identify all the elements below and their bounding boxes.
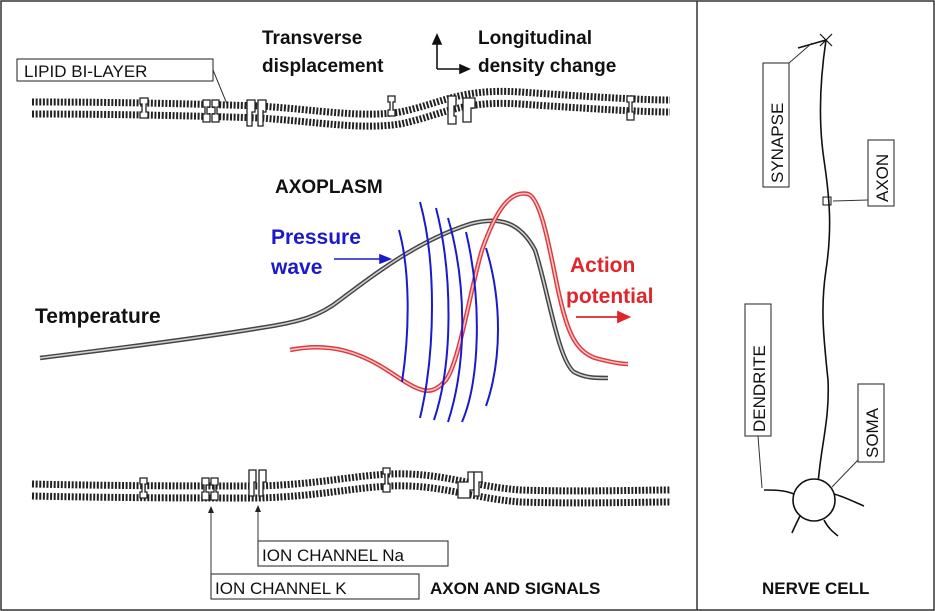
ion-na-leader-arrow-icon bbox=[255, 505, 261, 512]
ion-na-label-box bbox=[257, 540, 449, 567]
dendrite-label-box bbox=[744, 303, 772, 437]
axon-marker bbox=[822, 196, 832, 206]
channel-bottom-2 bbox=[201, 477, 219, 501]
lipid-leader bbox=[212, 69, 228, 105]
direction-axes-icon bbox=[431, 33, 471, 75]
pressure-wave-lines bbox=[398, 201, 499, 423]
transverse-label-1: Transverse bbox=[262, 28, 362, 49]
temperature-label: Temperature bbox=[35, 305, 161, 328]
axon-signals-title: AXON AND SIGNALS bbox=[430, 579, 600, 598]
axon-label-box bbox=[867, 139, 895, 207]
ion-k-leader-arrow-icon bbox=[208, 506, 214, 513]
ion-na-label: ION CHANNEL Na bbox=[262, 546, 405, 565]
membrane-bottom-layer-upper bbox=[31, 470, 671, 495]
membrane-bottom bbox=[31, 467, 671, 507]
lipid-label: LIPID BI-LAYER bbox=[24, 62, 147, 81]
channel-top-4 bbox=[387, 95, 396, 117]
membrane-top-layer-upper bbox=[31, 87, 671, 118]
soma-label: SOMA bbox=[863, 407, 882, 458]
dendrite-branch-2 bbox=[791, 515, 801, 534]
action-arrow-icon bbox=[576, 310, 632, 324]
channel-top-2 bbox=[202, 99, 220, 123]
pressure-line-4 bbox=[447, 217, 464, 423]
dendrite-branch-4 bbox=[833, 493, 865, 507]
channel-top-3 bbox=[246, 99, 267, 127]
synapse-branch bbox=[797, 39, 827, 49]
axoplasm-label: AXOPLASM bbox=[275, 177, 383, 198]
soma-leader bbox=[831, 459, 859, 488]
channel-bottom-4 bbox=[382, 467, 391, 493]
pressure-line-3 bbox=[433, 207, 450, 421]
pressure-label-1: Pressure bbox=[271, 226, 361, 249]
ion-k-label: ION CHANNEL K bbox=[215, 579, 347, 598]
pressure-line-5 bbox=[461, 231, 478, 423]
dendrite-branch-3 bbox=[823, 519, 839, 537]
synapse-label-box bbox=[762, 62, 790, 188]
ion-k-label-box bbox=[210, 573, 420, 600]
channel-bottom-1 bbox=[139, 477, 148, 499]
soma-label-box bbox=[857, 383, 885, 463]
channel-top-5 bbox=[447, 95, 476, 125]
action-label-2: potential bbox=[566, 285, 654, 308]
action-label-1: Action bbox=[570, 254, 635, 277]
axon-line bbox=[817, 39, 831, 486]
longitudinal-label-2: density change bbox=[478, 56, 616, 77]
nerve-cell-title: NERVE CELL bbox=[762, 579, 869, 598]
synapse-leader bbox=[788, 42, 813, 64]
pressure-label-2: wave bbox=[270, 256, 322, 279]
pressure-line-2 bbox=[419, 201, 433, 419]
transverse-label-2: displacement bbox=[262, 56, 384, 77]
axon-leader bbox=[832, 199, 869, 202]
membrane-top bbox=[31, 87, 671, 130]
nerve-cell-drawing bbox=[763, 33, 865, 537]
dendrite-label: DENDRITE bbox=[750, 345, 769, 432]
soma-body bbox=[792, 478, 836, 522]
dendrite-leader bbox=[757, 435, 763, 489]
axon-label: AXON bbox=[873, 154, 892, 202]
channel-top-6 bbox=[626, 95, 635, 121]
channel-top-1 bbox=[139, 97, 149, 119]
pressure-line-6 bbox=[485, 247, 499, 407]
membrane-top-layer-lower bbox=[31, 99, 671, 130]
channel-bottom-3 bbox=[248, 469, 267, 497]
pressure-line-1 bbox=[398, 229, 409, 383]
longitudinal-label-1: Longitudinal bbox=[478, 28, 592, 49]
synapse-label: SYNAPSE bbox=[768, 103, 787, 183]
channel-bottom-5 bbox=[457, 471, 483, 499]
dendrite-branch-1 bbox=[763, 489, 795, 495]
pressure-arrow-icon bbox=[334, 253, 393, 265]
